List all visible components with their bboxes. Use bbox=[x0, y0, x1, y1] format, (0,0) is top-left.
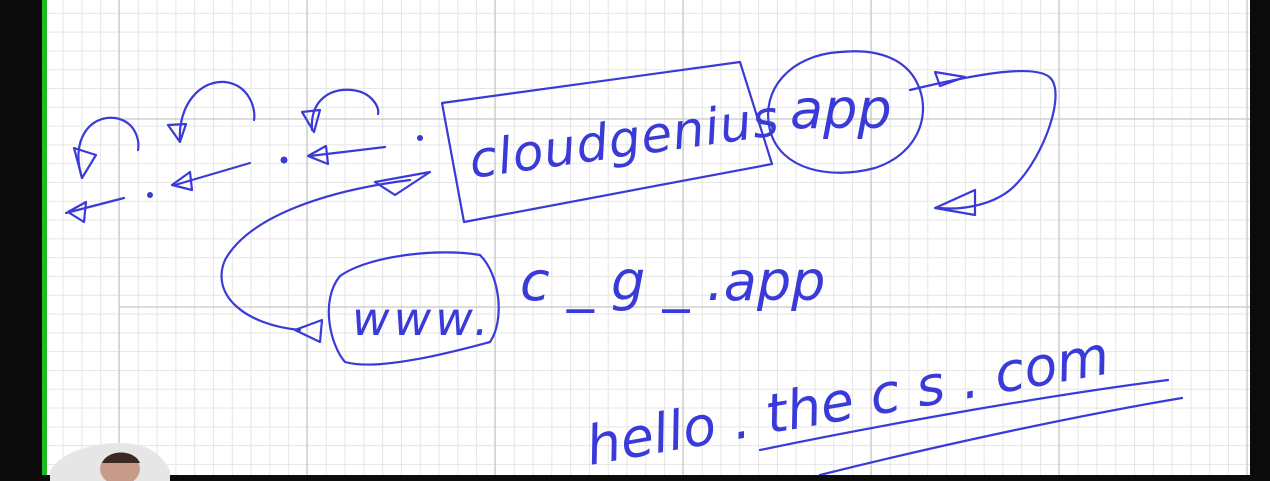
handwriting-app-top: app bbox=[790, 78, 892, 141]
handwriting-cloudgenius: cloudgenius bbox=[466, 89, 783, 190]
handwriting-www: www. bbox=[352, 292, 493, 346]
handwriting-c-g-app: c _ g _ .app bbox=[520, 250, 825, 313]
right-dark-panel bbox=[1250, 0, 1270, 475]
app-circle-sketch bbox=[767, 50, 1057, 217]
active-window-green-border bbox=[42, 0, 47, 475]
webcam-thumbnail bbox=[50, 441, 170, 481]
whiteboard-major-grid bbox=[118, 0, 1250, 475]
presenter-avatar bbox=[50, 443, 170, 481]
left-dark-panel bbox=[0, 0, 42, 475]
www-loop-sketch bbox=[220, 170, 500, 366]
handwriting-text-group: cloudgenius app www. c _ g _ .app hello … bbox=[352, 78, 1114, 475]
handwriting-email: hello . the c s . com bbox=[581, 324, 1113, 475]
whiteboard-canvas[interactable] bbox=[47, 0, 1250, 475]
domain-arrows-sketch bbox=[64, 80, 423, 224]
cloudgenius-box-sketch bbox=[440, 60, 774, 224]
email-underline-sketch bbox=[758, 378, 1184, 475]
